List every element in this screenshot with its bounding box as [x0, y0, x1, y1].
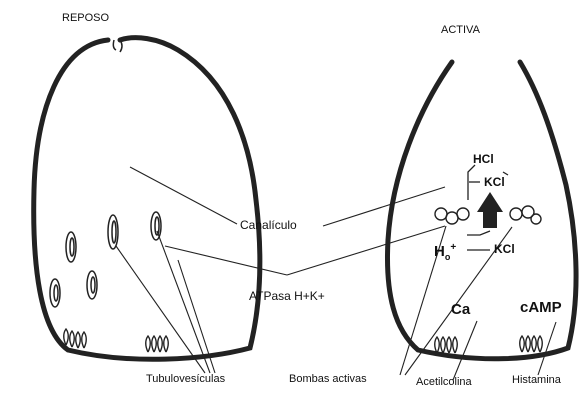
- label-acetilcolina: Acetilcolina: [416, 376, 472, 388]
- arrow-icon: [477, 192, 503, 228]
- label-h: H: [434, 243, 445, 260]
- label-camp: cAMP: [520, 299, 562, 316]
- label-hcl: HCl: [473, 152, 494, 166]
- label-bombas-activas: Bombas activas: [289, 373, 367, 385]
- tubulovesicle-icon: [151, 212, 161, 240]
- label-h-plus: +: [450, 242, 456, 253]
- title-reposo: REPOSO: [62, 12, 109, 24]
- label-h-sub: o: [445, 252, 451, 262]
- label-h-ion: Ho+: [434, 242, 456, 262]
- label-histamina: Histamina: [512, 374, 561, 386]
- resting-cell-outline: [34, 38, 260, 360]
- receptor-icon: [435, 337, 458, 353]
- receptor-icon: [520, 336, 543, 352]
- tubulovesicle-icon: [66, 232, 76, 262]
- receptor-icon: [146, 336, 169, 352]
- receptor-icon: [64, 329, 87, 348]
- resting-canaliculus-opening: [113, 40, 122, 52]
- label-kcl-top: KCl: [484, 175, 505, 189]
- label-kcl-bottom: KCl: [494, 242, 515, 256]
- label-canaliculo: Canalículo: [240, 218, 297, 232]
- label-ca: Ca: [451, 301, 470, 318]
- title-activa: ACTIVA: [441, 24, 480, 36]
- tubulovesicle-icon: [50, 279, 60, 307]
- tubulovesicle-icon: [87, 271, 97, 299]
- label-atpasa: ATPasa H+K+: [249, 289, 325, 303]
- tubulovesicle-icon: [108, 215, 118, 249]
- label-tubulovesiculas: Tubulovesículas: [146, 373, 225, 385]
